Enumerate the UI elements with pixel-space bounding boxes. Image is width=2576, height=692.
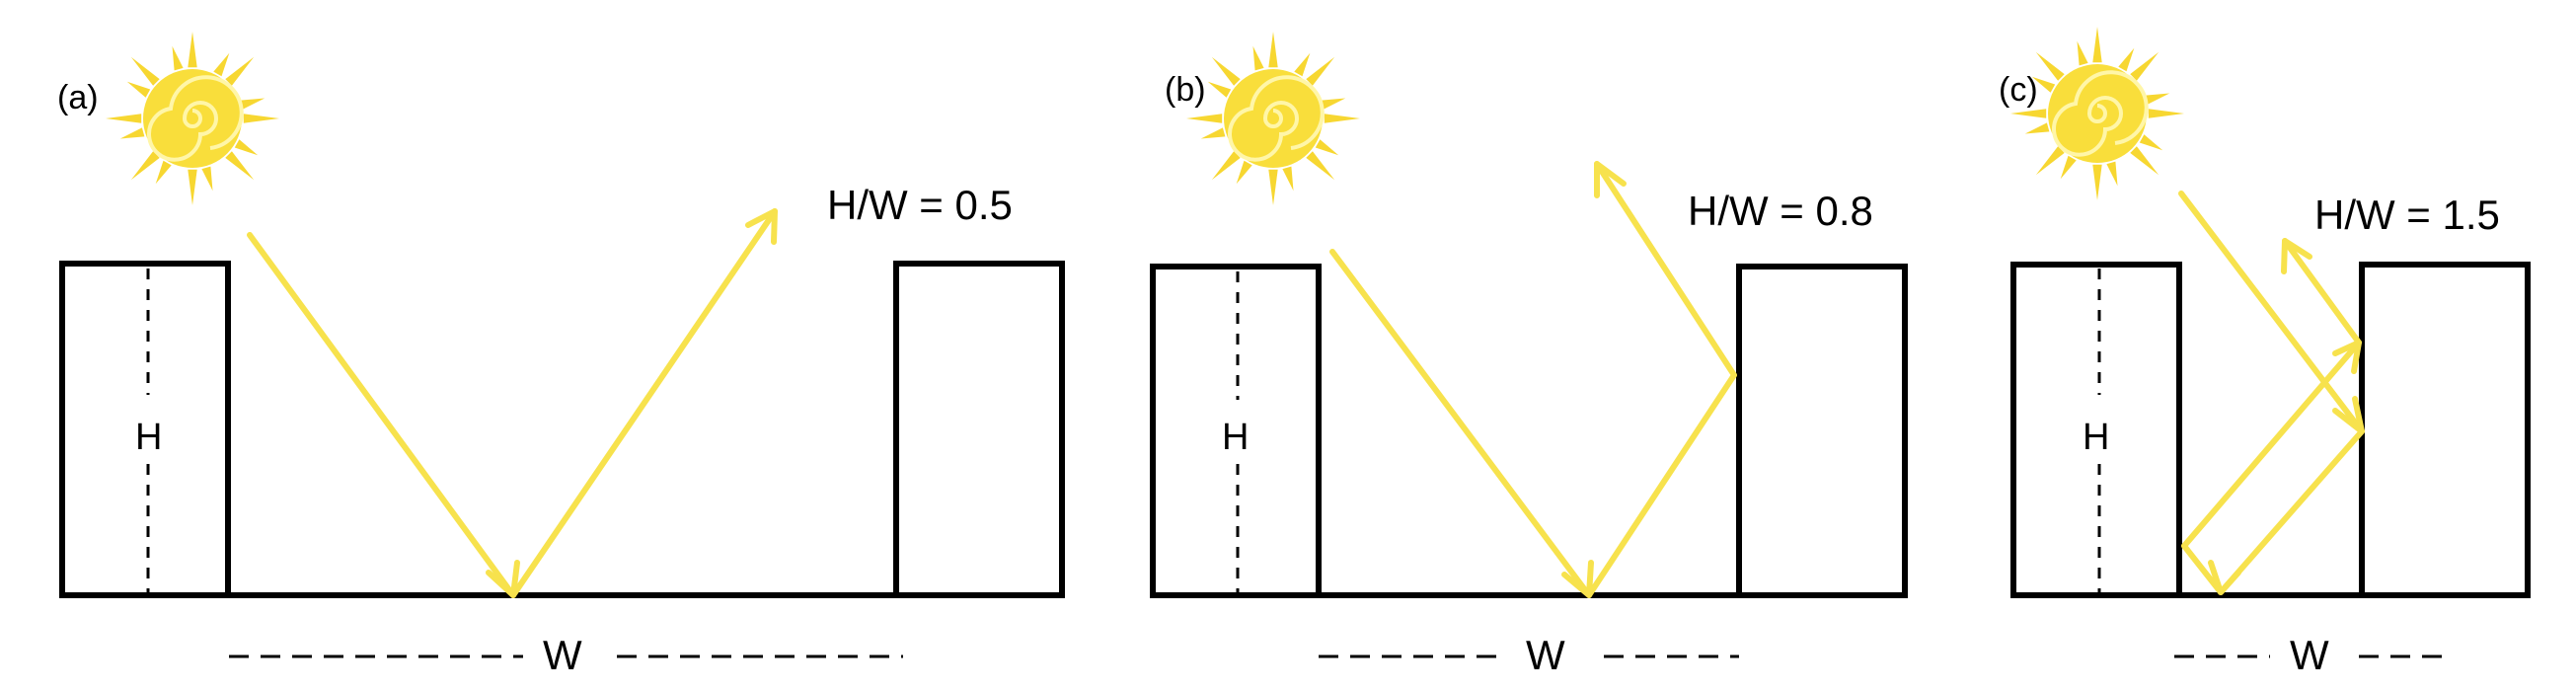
panel-b-arrowhead-sky <box>1594 161 1627 198</box>
sun-ray <box>1324 114 1360 123</box>
sun-ray <box>2010 109 2047 118</box>
panel-b-light-ray <box>1329 161 1737 598</box>
sun-ray <box>130 151 160 181</box>
panel-c-arrowhead-mid <box>2332 340 2362 374</box>
sun-ray <box>1211 56 1241 86</box>
sun-ray <box>106 114 142 123</box>
sun-ray <box>2118 47 2135 72</box>
sun-ray <box>2092 27 2102 63</box>
sun-ray <box>2024 122 2050 134</box>
sun-ray <box>1207 81 1232 98</box>
sun-ray <box>1282 166 1294 192</box>
panel-b-arrowhead-ground <box>1561 560 1594 598</box>
sun-icon <box>106 32 279 205</box>
sun-ray <box>155 160 172 185</box>
panel-b-right-building <box>1736 264 1908 598</box>
panel-a-arrowhead-sky <box>745 208 778 245</box>
panel-c-left-building <box>2010 262 2182 598</box>
sun-ray <box>1294 52 1311 77</box>
sun-ray <box>188 32 197 68</box>
sun-ray <box>188 169 197 205</box>
panel-b-left-building <box>1150 264 1322 598</box>
panel-a-right-building <box>893 261 1065 598</box>
panel-a-light-ray <box>247 208 778 598</box>
sun-ray <box>1315 139 1339 156</box>
panel-c: (c) H/W = 1.5 H W <box>1999 27 2531 678</box>
sun-ray <box>2077 40 2088 66</box>
sun-ray <box>2148 109 2184 118</box>
panel-a: (a) H/W = 0.5 H W <box>57 32 1065 678</box>
panel-c-label: (c) <box>1999 71 2038 109</box>
panel-c-arrowhead-wall <box>2332 396 2365 434</box>
sun-ray <box>119 127 145 139</box>
sun-ray <box>243 114 279 123</box>
panel-b-height-label: H <box>1222 417 1249 458</box>
panel-c-light-ray <box>2178 191 2365 595</box>
panel-c-ratio: H/W = 1.5 <box>2314 192 2500 238</box>
panel-a-arrowhead-ground <box>486 560 520 598</box>
panel-c-arrowhead-ground <box>2208 560 2241 595</box>
sun-icon <box>1186 32 1360 205</box>
sun-ray <box>126 81 151 98</box>
sun-ray <box>1306 151 1335 181</box>
sun-ray <box>1200 127 1226 139</box>
sun-ray <box>234 139 259 156</box>
sun-ray <box>2035 146 2065 176</box>
sun-ray <box>225 56 255 86</box>
sun-ray <box>1321 98 1346 110</box>
panel-b-label: (b) <box>1165 71 1206 109</box>
sun-ray <box>2060 155 2077 180</box>
sun-ray <box>2130 51 2159 81</box>
sun-ray <box>2130 146 2159 176</box>
panel-b-width-label: W <box>1526 632 1565 678</box>
panel-a-label: (a) <box>57 79 99 116</box>
sun-icon <box>2010 27 2184 200</box>
sun-ray <box>2139 134 2163 151</box>
sun-ray <box>213 52 230 77</box>
panel-c-right-building <box>2359 262 2531 598</box>
sun-ray <box>2031 76 2056 93</box>
sun-ray <box>1268 32 1278 68</box>
sun-ray <box>240 98 265 110</box>
sun-ray <box>172 45 184 71</box>
sun-ray <box>1186 114 1223 123</box>
sun-ray <box>1306 56 1335 86</box>
panel-b-ratio: H/W = 0.8 <box>1688 188 1873 234</box>
sun-ray <box>201 166 213 192</box>
sun-ray <box>2035 51 2065 81</box>
sun-ray <box>225 151 255 181</box>
panel-a-left-building <box>59 261 231 598</box>
panel-b: (b) H/W = 0.8 H W <box>1150 32 1908 678</box>
panel-a-width-label: W <box>543 632 582 678</box>
sun-ray <box>2092 164 2102 200</box>
sun-ray <box>1252 45 1264 71</box>
panel-a-height-label: H <box>135 417 162 458</box>
sun-ray <box>1211 151 1241 181</box>
panel-c-height-label: H <box>2083 417 2109 458</box>
sun-ray <box>2106 161 2118 187</box>
panel-a-ratio: H/W = 0.5 <box>827 182 1013 228</box>
sun-ray <box>2145 93 2170 105</box>
sun-ray <box>1236 160 1252 185</box>
sun-ray <box>1268 169 1278 205</box>
panel-c-arrowhead-sky <box>2281 238 2312 274</box>
sun-ray <box>130 56 160 86</box>
panel-c-width-label: W <box>2290 632 2329 678</box>
